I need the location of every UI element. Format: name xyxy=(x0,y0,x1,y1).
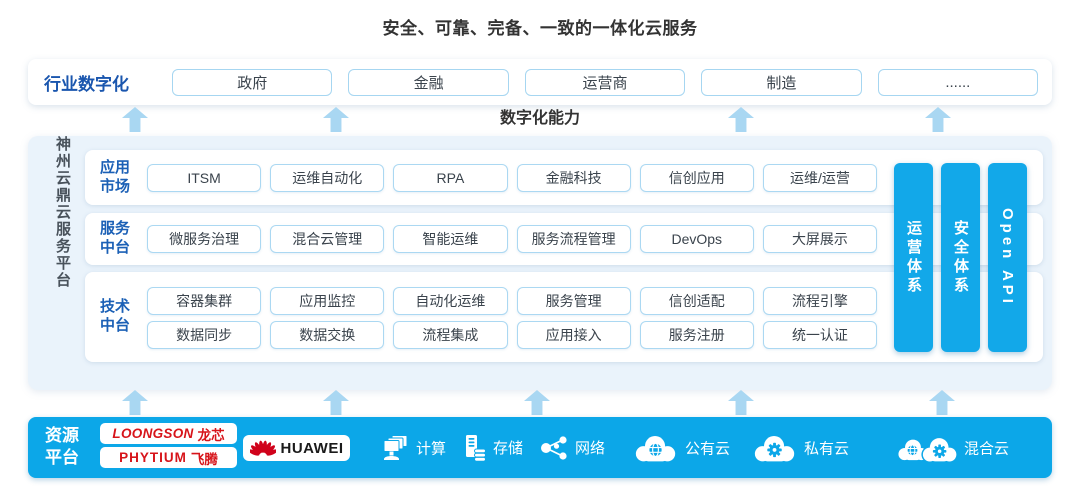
system-bar-2: 安全体系 xyxy=(941,163,980,352)
capability-box: 运维/运营 xyxy=(762,163,878,192)
capability-box: 混合云管理 xyxy=(270,225,385,253)
tech-middle-items-top: 容器集群应用监控自动化运维服务管理信创适配流程引擎 xyxy=(147,287,878,315)
tech-middle-label: 技术中台 xyxy=(99,298,130,334)
tech-middle-items-bottom: 数据同步数据交换流程集成应用接入服务注册统一认证 xyxy=(147,321,878,349)
public-cloud-icon xyxy=(635,435,676,461)
digital-capability-arrow-row: 数字化能力 xyxy=(0,106,1080,132)
up-arrow-icon xyxy=(122,107,148,132)
resource-label: 计算 xyxy=(416,440,447,457)
industry-row-label: 行业数字化 xyxy=(44,74,129,94)
resource-label: 公有云 xyxy=(685,440,731,457)
storage-icon xyxy=(466,434,486,462)
app-market-label: 应用市场 xyxy=(99,158,130,195)
system-bar-3: Open API xyxy=(988,163,1027,352)
app-market-row: 应用市场 ITSM 运维自动化 RPA 金融科技信创应用运维/运营 xyxy=(85,150,1043,205)
capability-box: 信创应用 xyxy=(639,163,754,192)
service-middle-row: 服务中台 微服务治理混合云管理智能运维服务流程管理 DevOps 大屏展示 xyxy=(85,213,1043,265)
industry-item: 制造 xyxy=(701,68,862,96)
loongson-cn-text: 龙芯 xyxy=(197,427,225,443)
resource-item: 网络 xyxy=(540,435,605,461)
up-arrow-icon xyxy=(323,390,349,415)
resource-label: 存储 xyxy=(493,440,524,457)
capability-box: 流程引擎 xyxy=(762,287,878,315)
capability-box: 统一认证 xyxy=(762,321,878,349)
up-arrow-icon xyxy=(925,107,951,132)
app-market-items: ITSM 运维自动化 RPA 金融科技信创应用运维/运营 xyxy=(147,163,878,192)
up-arrow-icon xyxy=(524,390,550,415)
capability-box: 流程集成 xyxy=(393,321,508,349)
resource-label: 混合云 xyxy=(964,440,1010,457)
resource-label: 私有云 xyxy=(804,440,850,457)
industry-item: 政府 xyxy=(172,68,333,96)
cloud-platform-panel: 神州云鼎云服务平台 应用市场 ITSM 运维自动化 RPA 金融科技信创应用运维/运营… xyxy=(28,136,1052,390)
up-arrow-icon xyxy=(728,107,754,132)
resource-item: 私有云 xyxy=(752,433,849,462)
service-middle-label: 服务中台 xyxy=(99,220,130,256)
huawei-brand-text: HUAWEI xyxy=(280,439,344,457)
capability-box: 服务管理 xyxy=(516,287,631,315)
resource-label: 网络 xyxy=(575,440,606,457)
capability-box: 自动化运维 xyxy=(393,287,508,315)
capability-box: 金融科技 xyxy=(516,163,631,192)
resource-item: 混合云 xyxy=(896,433,1009,462)
capability-box: 服务流程管理 xyxy=(516,225,631,253)
capability-box: 应用监控 xyxy=(270,287,385,315)
huawei-flower-icon xyxy=(249,440,276,456)
capability-box: 数据同步 xyxy=(147,321,262,349)
resource-arrow-row xyxy=(0,389,1080,415)
industry-items: 政府金融运营商制造...... xyxy=(172,68,1039,96)
phytium-cn-text: 飞腾 xyxy=(190,451,218,467)
capability-box: 服务注册 xyxy=(639,321,754,349)
capability-box: 运维自动化 xyxy=(270,163,385,192)
resource-platform-bar: 资源平台 LOONGSON 龙芯 PHYTIUM 飞腾 xyxy=(28,417,1052,478)
capability-box: 应用接入 xyxy=(516,321,631,349)
huawei-logo: HUAWEI xyxy=(243,435,350,461)
up-arrow-icon xyxy=(323,107,349,132)
industry-item: ...... xyxy=(877,68,1039,96)
hybrid-cloud-icon xyxy=(898,436,958,462)
up-arrow-icon xyxy=(122,390,148,415)
diagram-title: 安全、可靠、完备、一致的一体化云服务 xyxy=(382,19,698,38)
industry-item: 金融 xyxy=(348,68,509,96)
capability-box: ITSM xyxy=(147,163,262,192)
service-middle-items: 微服务治理混合云管理智能运维服务流程管理 DevOps 大屏展示 xyxy=(147,225,878,253)
compute-icon xyxy=(383,434,408,460)
system-bar-1: 运营体系 xyxy=(894,163,933,352)
resource-item: 计算 xyxy=(380,434,446,461)
resource-item: 存储 xyxy=(462,434,523,462)
resource-item: 公有云 xyxy=(633,433,730,462)
capability-box: DevOps xyxy=(639,225,754,253)
capability-box: 信创适配 xyxy=(639,287,754,315)
loongson-logo: LOONGSON 龙芯 xyxy=(100,423,237,444)
capability-box: 容器集群 xyxy=(147,287,262,315)
tech-middle-row: 技术中台 容器集群应用监控自动化运维服务管理信创适配流程引擎 数据同步数据交换流… xyxy=(85,272,1043,362)
industry-item: 运营商 xyxy=(524,68,686,96)
up-arrow-icon xyxy=(728,390,754,415)
capability-box: 大屏展示 xyxy=(762,225,878,253)
up-arrow-icon xyxy=(929,390,955,415)
phytium-brand-text: PHYTIUM xyxy=(119,450,187,465)
capability-box: 数据交换 xyxy=(270,321,385,349)
network-icon xyxy=(541,435,567,460)
digital-capability-label: 数字化能力 xyxy=(499,110,581,127)
loongson-brand-text: LOONGSON xyxy=(112,426,194,441)
industry-digitalization-row: 行业数字化 政府金融运营商制造...... xyxy=(28,59,1052,105)
platform-side-label: 神州云鼎云服务平台 xyxy=(54,136,71,289)
phytium-logo: PHYTIUM 飞腾 xyxy=(100,447,237,468)
private-cloud-icon xyxy=(754,435,795,461)
capability-box: 微服务治理 xyxy=(147,225,262,253)
capability-box: 智能运维 xyxy=(393,225,508,253)
resource-platform-label: 资源平台 xyxy=(45,425,79,468)
capability-box: RPA xyxy=(393,163,508,192)
